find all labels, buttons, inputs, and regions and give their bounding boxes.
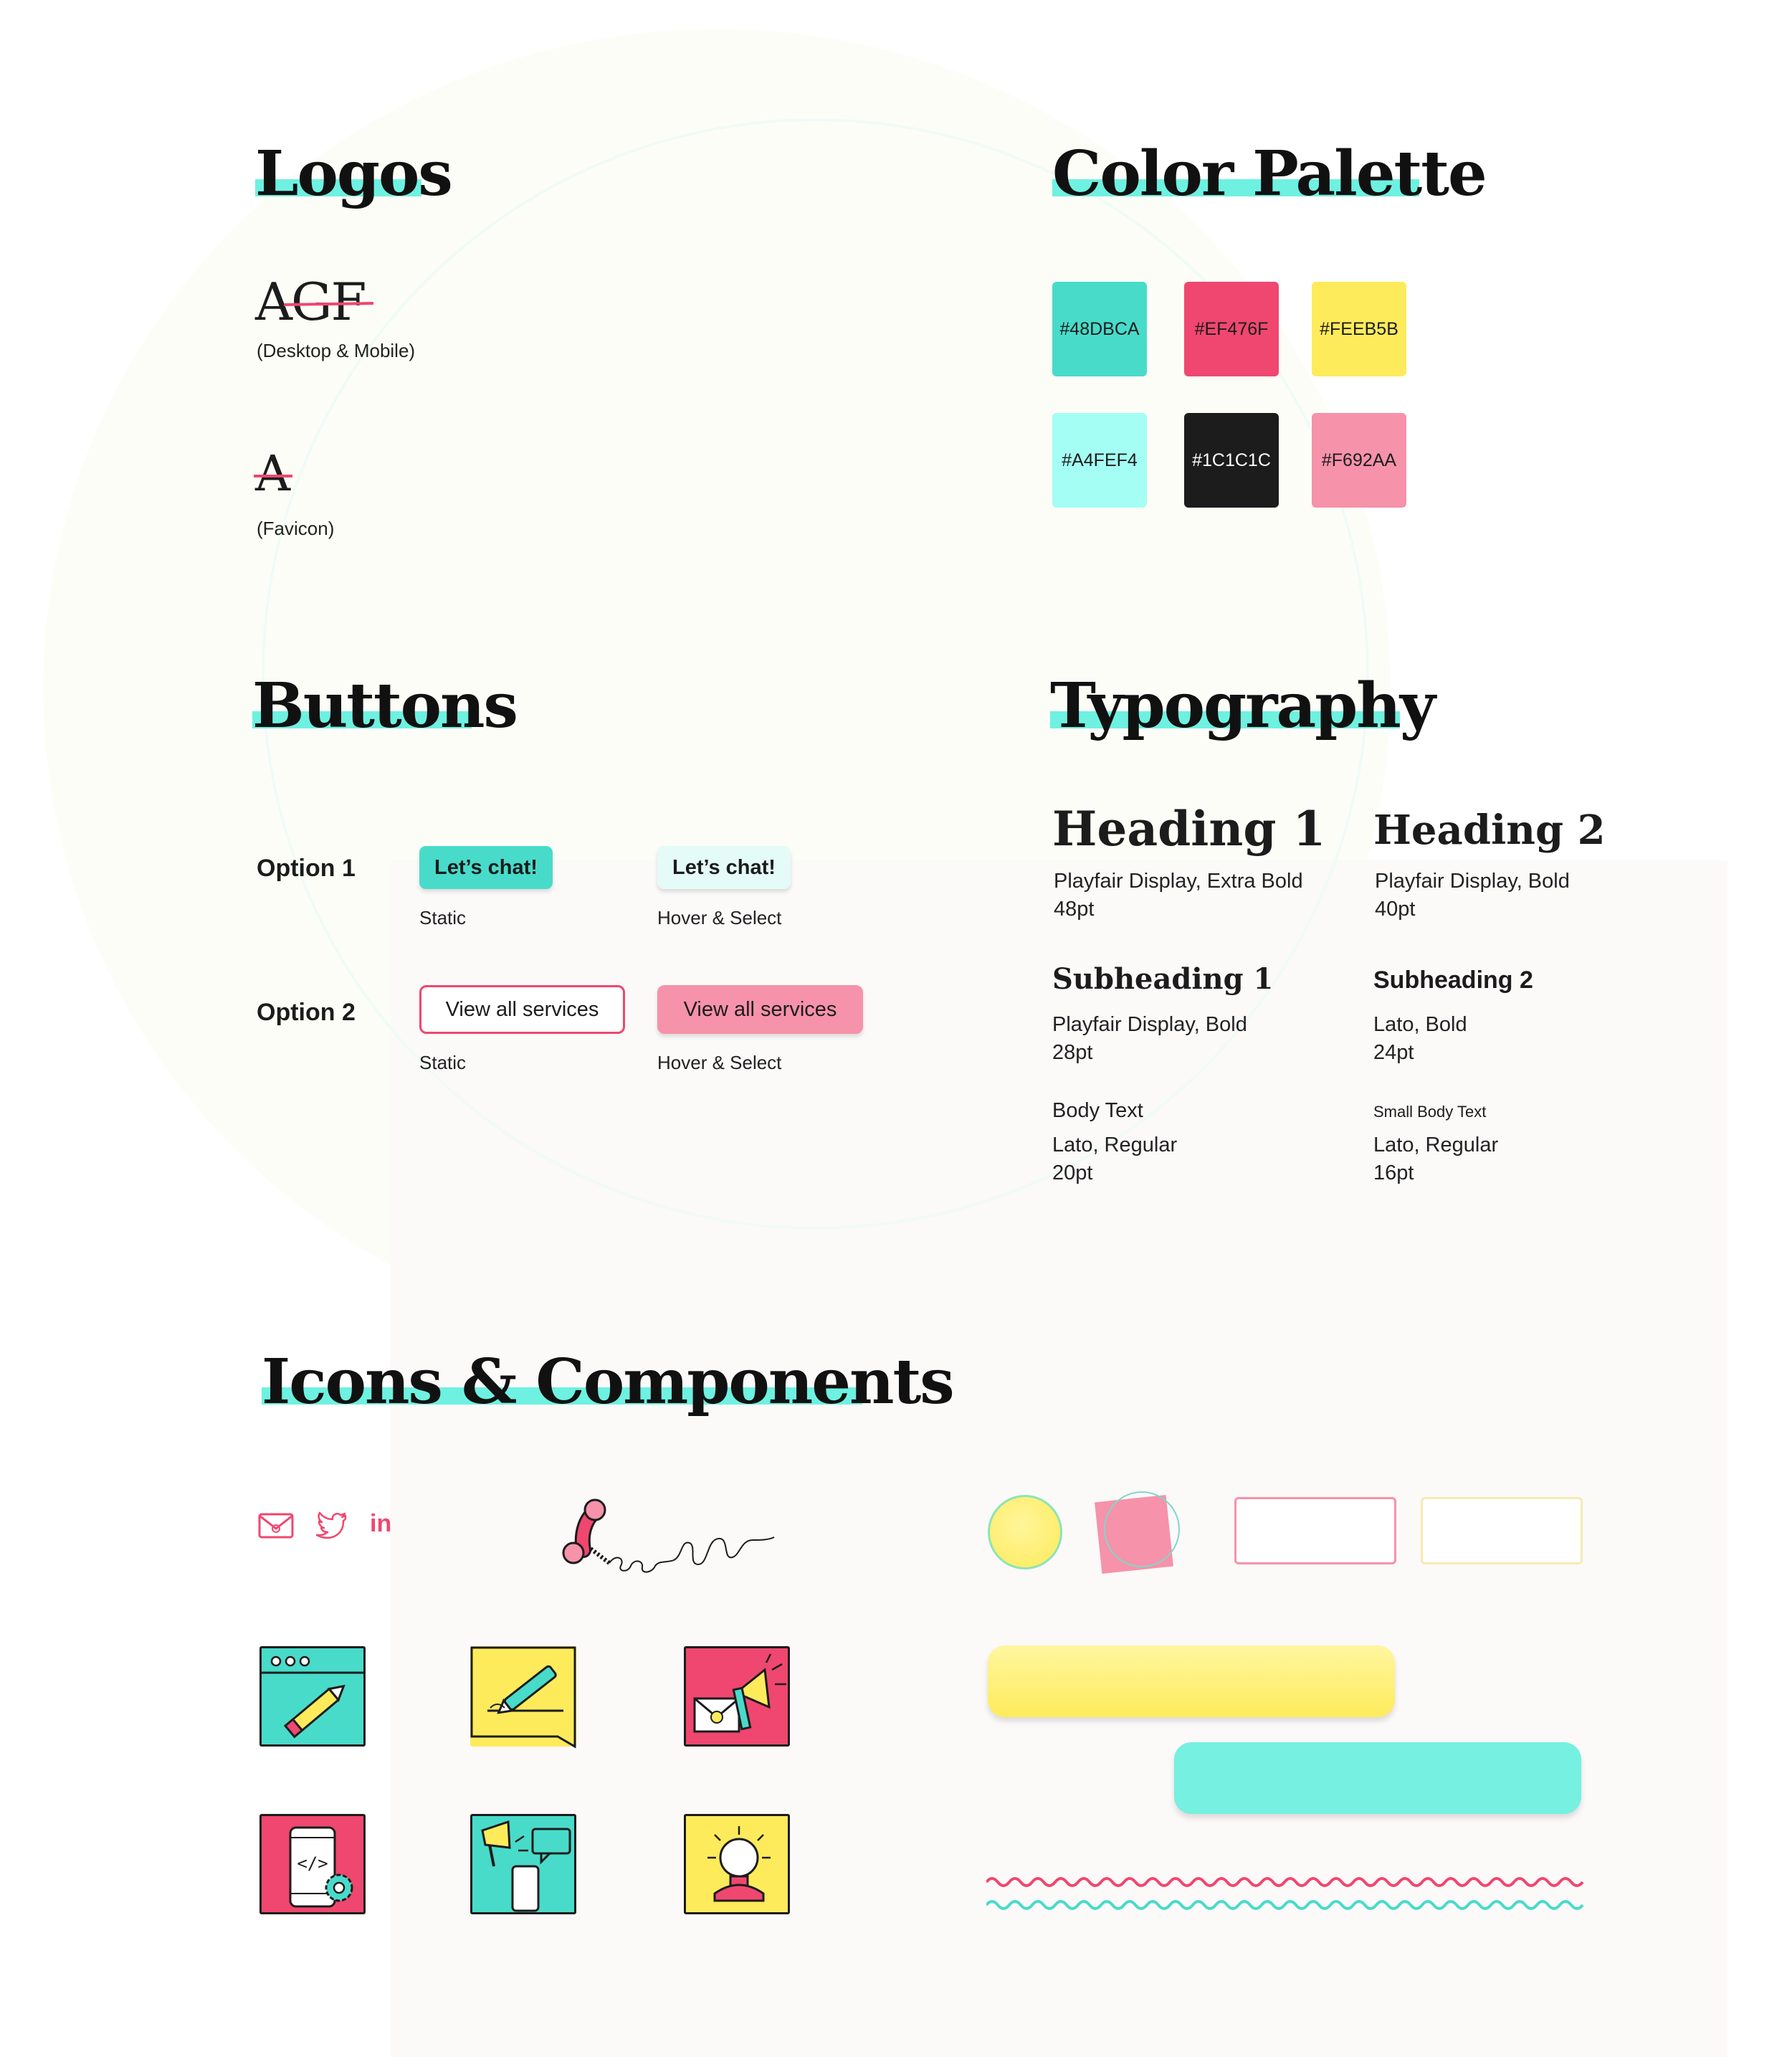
option1-label: Option 1 [257,855,356,882]
primary-logo-caption: (Desktop & Mobile) [257,340,416,361]
wavy-divider-icon [986,1877,1584,1910]
swatch-label: #A4FEF4 [1062,450,1138,470]
mobile-code-icon: </> [259,1814,366,1914]
outline-circle-component [1104,1491,1180,1567]
body-text-font: Lato, Regular [1052,1134,1178,1156]
subheading1-font: Playfair Display, Bold [1052,1013,1247,1036]
swatch-label: #48DBCA [1059,318,1140,339]
lets-chat-button-hover[interactable]: Let’s chat! [657,846,791,889]
option1-static-caption: Static [419,907,467,928]
lets-chat-button-static[interactable]: Let’s chat! [419,846,553,889]
yellow-outline-box-component [1421,1497,1583,1564]
body-text-spec: Lato, Regular 20pt [1052,1131,1177,1187]
favicon-logo-text: A [255,446,290,503]
body-text-size: 20pt [1052,1161,1093,1185]
primary-logo-text: AGF [255,272,366,332]
heading2-size: 40pt [1375,898,1416,921]
option2-label: Option 2 [257,999,356,1026]
section-title-typography: Typography [1050,670,1436,742]
subheading1-sample: Subheading 1 [1052,962,1274,996]
view-services-button-static[interactable]: View all services [419,985,625,1034]
title-highlight [262,1387,862,1405]
title-highlight [252,711,472,728]
pen-writing-icon [470,1646,576,1749]
title-highlight [1052,179,1419,196]
subheading2-sample: Subheading 2 [1373,966,1533,994]
phone-cord-icon [562,1498,775,1573]
small-body-text-spec: Lato, Regular 16pt [1373,1131,1498,1187]
heading2-sample: Heading 2 [1373,807,1606,854]
subheading2-size: 24pt [1373,1041,1414,1065]
yellow-circle-component [988,1495,1062,1569]
browser-pencil-icon [259,1646,366,1747]
heading1-font: Playfair Display, Extra Bold [1054,870,1303,893]
primary-logo: AGF [255,276,374,328]
section-title-logos: Logos [255,138,453,210]
teal-bar-component [1174,1742,1581,1814]
marketing-chat-icon [470,1814,576,1914]
subheading2-spec: Lato, Bold 24pt [1373,1011,1467,1067]
view-services-button-hover[interactable]: View all services [657,985,863,1034]
swatch-black: #1C1C1C [1184,413,1279,508]
body-text-sample: Body Text [1052,1099,1143,1122]
small-body-text-font: Lato, Regular [1373,1134,1499,1156]
logo-strike-icon [283,302,374,306]
favicon-logo: A [254,450,292,499]
heading1-sample: Heading 1 [1052,801,1326,857]
option2-static-caption: Static [419,1052,467,1073]
idea-bulb-icon [684,1814,790,1914]
title-highlight [255,179,421,196]
yellow-bar-component [988,1645,1395,1717]
section-title-palette: Color Palette [1052,138,1487,210]
megaphone-mail-icon [684,1646,790,1747]
swatch-teal: #48DBCA [1052,282,1147,376]
subheading2-font: Lato, Bold [1373,1013,1467,1036]
small-body-text-size: 16pt [1373,1161,1414,1185]
pink-outline-box-component [1234,1497,1396,1564]
section-title-buttons: Buttons [252,670,518,742]
swatch-yellow: #FEEB5B [1312,282,1406,376]
swatch-label: #1C1C1C [1192,450,1271,470]
twitter-icon[interactable] [315,1511,347,1540]
title-highlight [1050,711,1400,728]
swatch-label: #F692AA [1321,450,1397,470]
subheading1-size: 28pt [1052,1041,1093,1065]
background-ring [262,118,1369,1230]
swatch-label: #EF476F [1194,318,1269,339]
swatch-light-teal: #A4FEF4 [1052,413,1147,508]
option2-hover-caption: Hover & Select [657,1052,782,1073]
swatch-pink: #F692AA [1312,413,1406,508]
small-body-text-sample: Small Body Text [1373,1103,1487,1121]
mail-icon[interactable] [258,1513,294,1539]
favicon-strike-icon [254,475,292,478]
heading1-size: 48pt [1054,898,1095,921]
section-title-icons: Icons & Components [262,1346,955,1418]
heading1-spec: Playfair Display, Extra Bold 48pt [1054,868,1303,923]
subheading1-spec: Playfair Display, Bold 28pt [1052,1011,1247,1067]
option1-hover-caption: Hover & Select [657,907,782,928]
swatch-label: #FEEB5B [1320,318,1398,339]
favicon-caption: (Favicon) [257,518,335,539]
svg-text:</>: </> [297,1853,328,1873]
heading2-font: Playfair Display, Bold [1375,870,1570,893]
linkedin-icon[interactable]: in [370,1510,392,1537]
heading2-spec: Playfair Display, Bold 40pt [1375,868,1570,923]
swatch-red: #EF476F [1184,282,1279,376]
